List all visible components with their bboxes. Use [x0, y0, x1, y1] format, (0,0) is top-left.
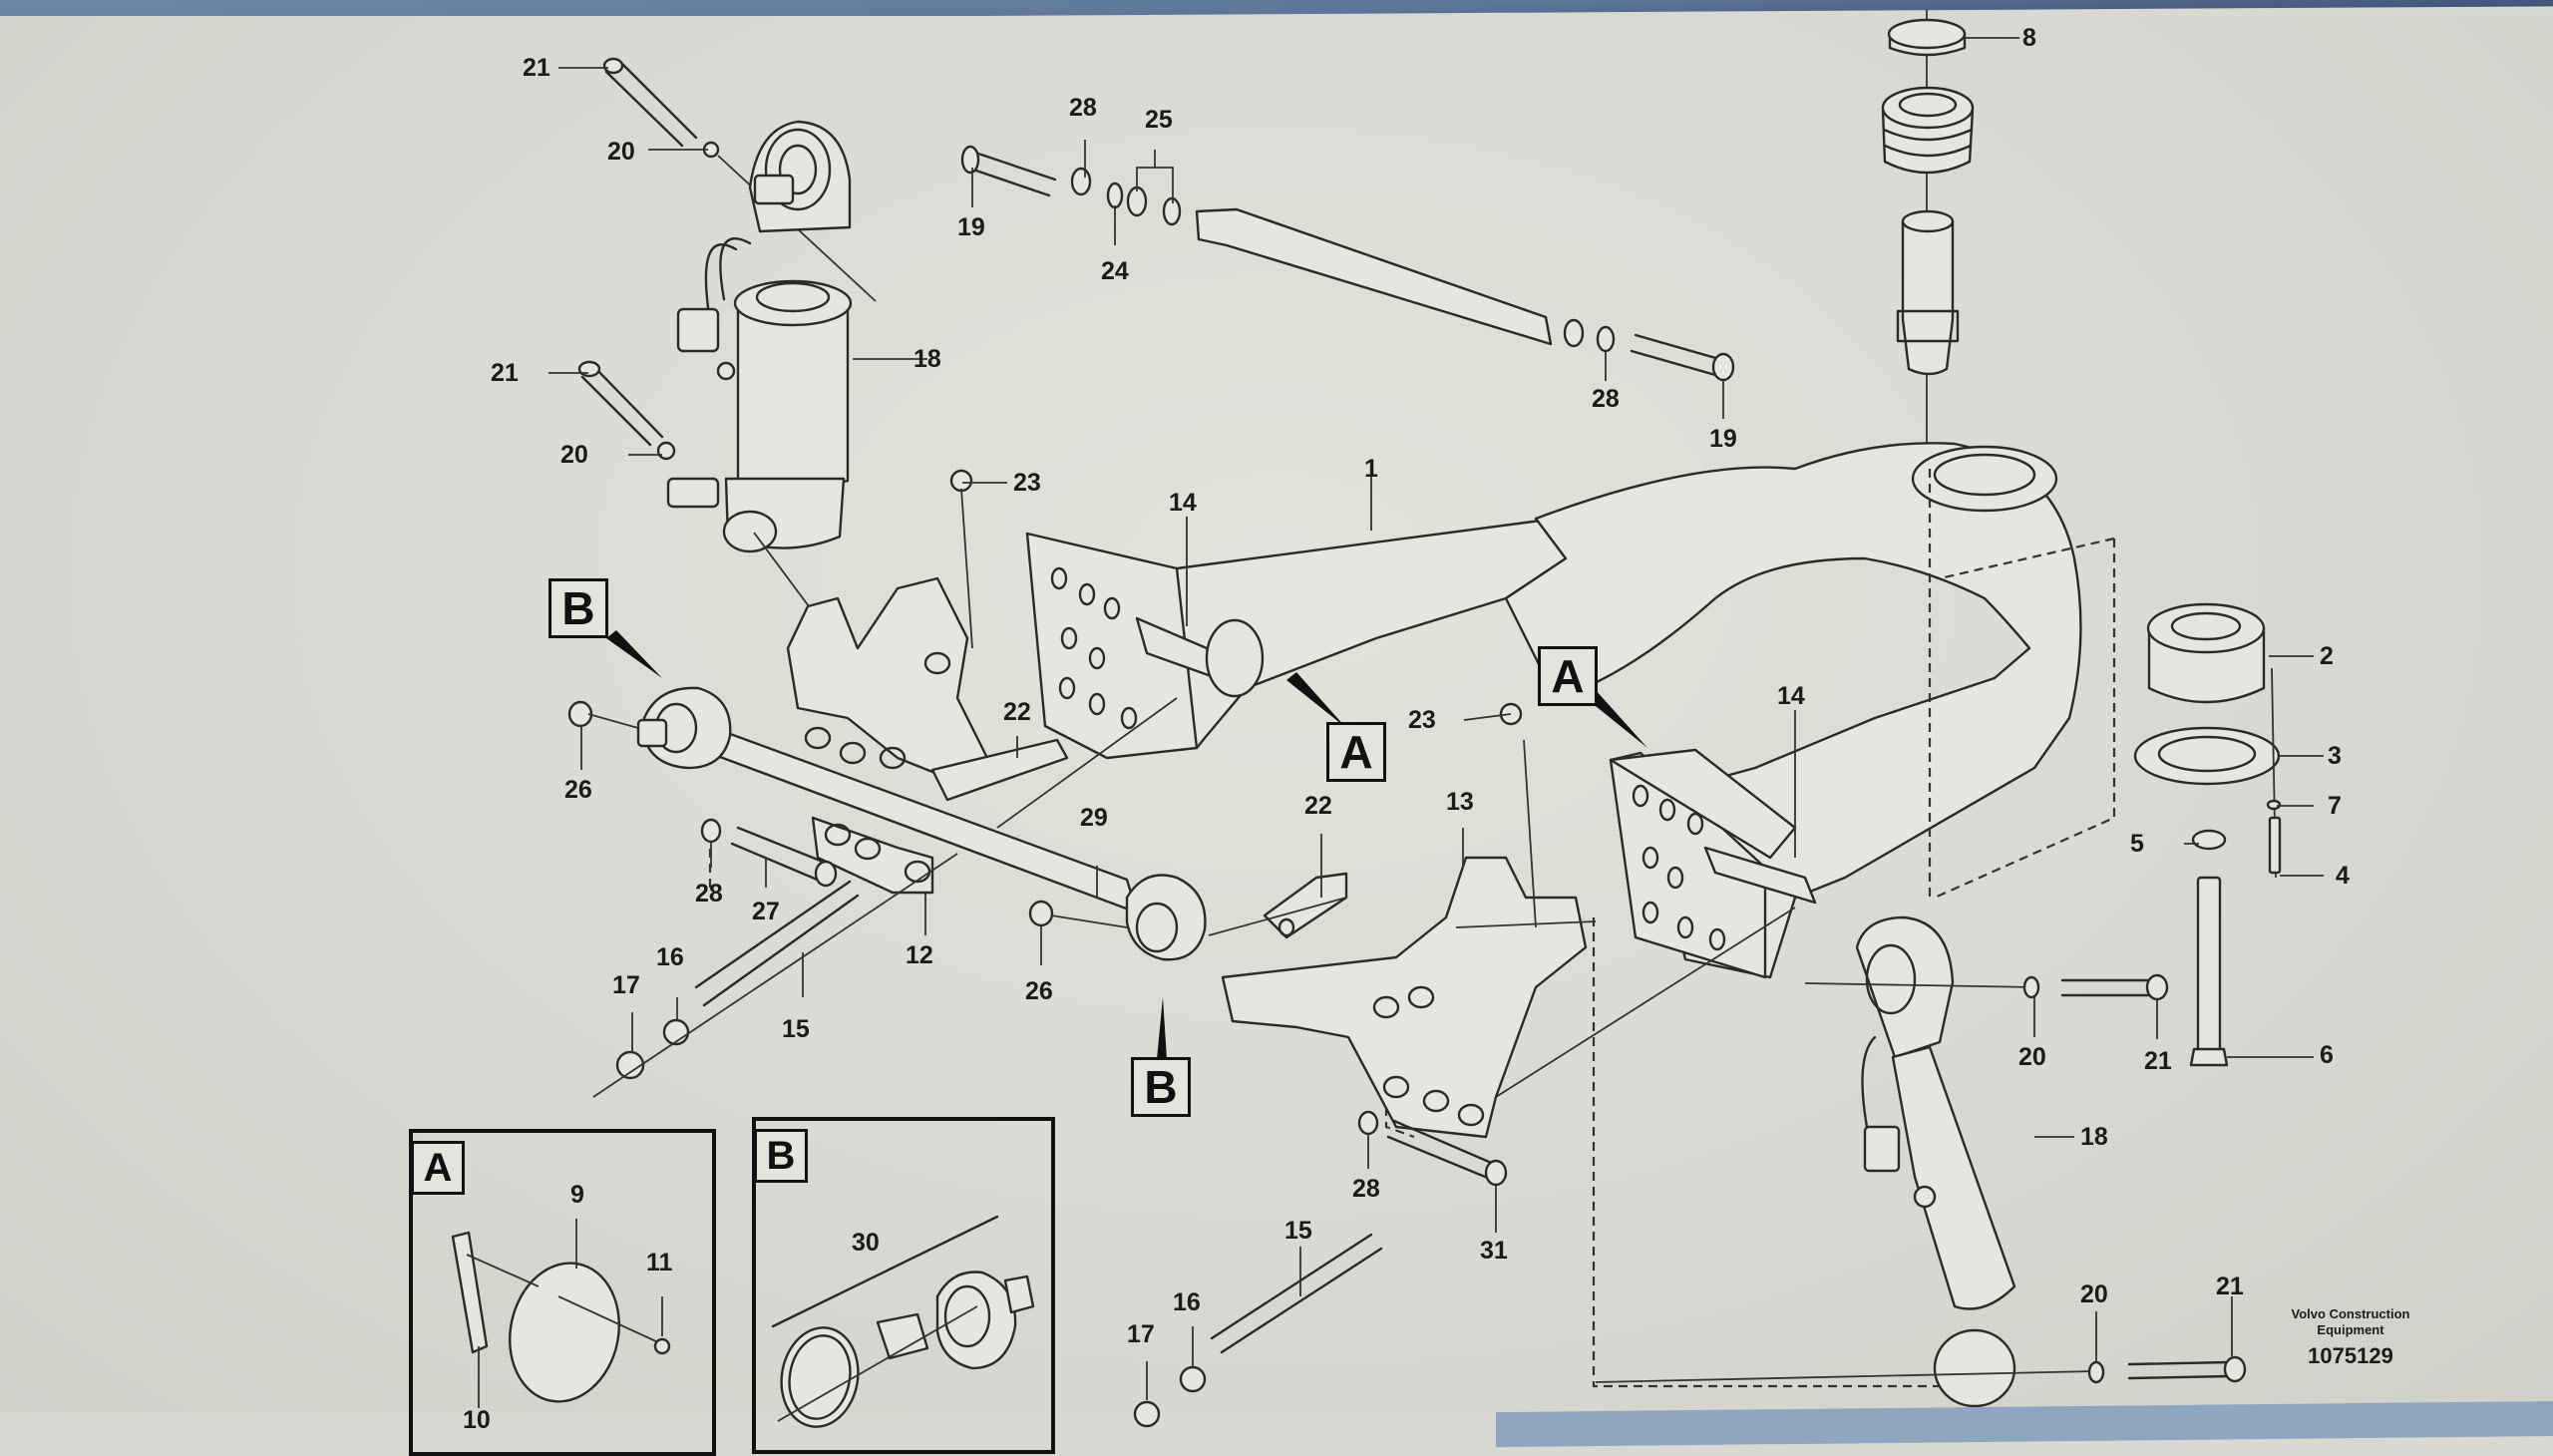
detail-box-a-label: A — [411, 1141, 465, 1195]
callout-10[interactable]: 10 — [463, 1406, 491, 1434]
callout-9[interactable]: 9 — [570, 1181, 584, 1209]
callout-23[interactable]: 23 — [1013, 469, 1041, 497]
callout-18[interactable]: 18 — [2080, 1123, 2108, 1151]
callout-4[interactable]: 4 — [2336, 862, 2350, 890]
callout-20[interactable]: 20 — [560, 441, 588, 469]
section-marker-a-center[interactable]: A — [1326, 722, 1386, 782]
drawing-number: 1075129 — [2308, 1342, 2393, 1368]
callout-20[interactable]: 20 — [2080, 1280, 2108, 1308]
callout-28[interactable]: 28 — [1592, 385, 1620, 413]
pivot-stack — [1881, 10, 1975, 469]
callout-5[interactable]: 5 — [2130, 830, 2144, 858]
pins-left — [592, 818, 958, 1098]
detail-b-drawing — [771, 1215, 1035, 1428]
marker-pointers — [606, 630, 1647, 1059]
callout-14[interactable]: 14 — [1777, 682, 1805, 710]
callout-19[interactable]: 19 — [1709, 425, 1737, 453]
callout-19[interactable]: 19 — [957, 213, 985, 241]
leader-lines — [548, 37, 2324, 1400]
tie-rod-assembly — [960, 145, 1735, 382]
drawing-caption: Volvo Construction Equipment 1075129 — [2286, 1306, 2415, 1369]
callout-22[interactable]: 22 — [1003, 698, 1031, 726]
callout-2[interactable]: 2 — [2320, 642, 2334, 670]
callout-31[interactable]: 31 — [1480, 1237, 1508, 1265]
callout-1[interactable]: 1 — [1364, 455, 1378, 483]
callout-23[interactable]: 23 — [1408, 706, 1436, 734]
callout-8[interactable]: 8 — [2022, 24, 2036, 52]
callout-20[interactable]: 20 — [607, 138, 635, 166]
callout-12[interactable]: 12 — [906, 941, 933, 969]
callout-17[interactable]: 17 — [612, 971, 640, 999]
callout-15[interactable]: 15 — [782, 1015, 810, 1043]
callout-26[interactable]: 26 — [564, 776, 592, 804]
detail-a-drawing — [451, 1219, 671, 1408]
callout-26[interactable]: 26 — [1025, 977, 1053, 1005]
callout-17[interactable]: 17 — [1127, 1320, 1155, 1348]
callout-21[interactable]: 21 — [2216, 1273, 2244, 1300]
callout-13[interactable]: 13 — [1446, 788, 1474, 816]
callout-21[interactable]: 21 — [2144, 1047, 2172, 1075]
callout-25[interactable]: 25 — [1145, 106, 1173, 134]
callout-29[interactable]: 29 — [1080, 804, 1108, 832]
manufacturer-name: Volvo Construction Equipment — [2291, 1306, 2410, 1338]
shock-absorber-upper — [577, 57, 877, 689]
section-marker-b-upper[interactable]: B — [548, 578, 608, 638]
callout-11[interactable]: 11 — [646, 1249, 673, 1276]
callout-21[interactable]: 21 — [491, 359, 519, 387]
callout-21[interactable]: 21 — [523, 54, 550, 82]
callout-22[interactable]: 22 — [1304, 792, 1332, 820]
callout-28[interactable]: 28 — [695, 880, 723, 908]
section-marker-b-lower[interactable]: B — [1131, 1057, 1191, 1117]
callout-28[interactable]: 28 — [1352, 1175, 1380, 1203]
section-marker-a-right[interactable]: A — [1538, 646, 1598, 706]
callout-6[interactable]: 6 — [2320, 1041, 2334, 1069]
callout-7[interactable]: 7 — [2328, 792, 2342, 820]
callout-3[interactable]: 3 — [2328, 742, 2342, 770]
torque-rod — [567, 686, 1207, 961]
callout-16[interactable]: 16 — [1173, 1288, 1201, 1316]
callout-16[interactable]: 16 — [656, 943, 684, 971]
callout-15[interactable]: 15 — [1284, 1217, 1312, 1245]
callout-14[interactable]: 14 — [1169, 489, 1197, 517]
left-bracket — [786, 576, 1069, 895]
callout-24[interactable]: 24 — [1101, 257, 1129, 285]
callout-27[interactable]: 27 — [752, 898, 780, 925]
callout-30[interactable]: 30 — [852, 1229, 880, 1257]
right-bracket — [949, 469, 1597, 1428]
shock-absorber-lower — [1595, 915, 2247, 1408]
bolt-holes — [1050, 566, 1726, 951]
detail-box-b-label: B — [754, 1129, 808, 1183]
callout-18[interactable]: 18 — [913, 345, 941, 373]
callout-28[interactable]: 28 — [1069, 94, 1097, 122]
main-frame — [996, 442, 2082, 1098]
callout-20[interactable]: 20 — [2018, 1043, 2046, 1071]
